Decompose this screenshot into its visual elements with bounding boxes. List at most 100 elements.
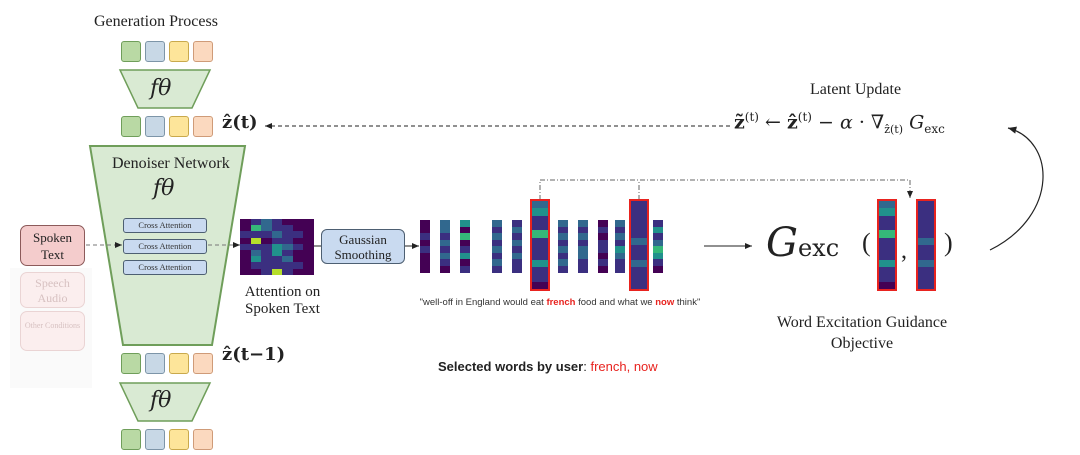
bar-cell: [440, 246, 450, 253]
heatmap-cell: [303, 262, 314, 269]
bar-cell: [918, 223, 934, 231]
latent-block: [193, 41, 213, 62]
bar-cell: [420, 265, 430, 273]
bar-cell: [578, 246, 588, 253]
heatmap-cell: [282, 250, 293, 257]
latent-block: [145, 116, 165, 137]
heatmap-cell: [261, 243, 272, 251]
latent-block: [169, 429, 189, 450]
bar-cell: [512, 239, 522, 247]
z-hat-t-label: ẑ(t): [222, 112, 258, 133]
selected-word-french: french: [546, 297, 576, 308]
word-attention-bar: [512, 220, 522, 273]
heatmap-cell: [292, 243, 303, 251]
heatmap-cell: [292, 219, 303, 226]
heatmap-cell: [271, 243, 282, 251]
bar-cell: [420, 220, 430, 227]
selected-words-label: Selected words by user: [438, 359, 584, 374]
bar-cell: [492, 220, 502, 227]
heatmap-cell: [292, 268, 303, 275]
bar-cell: [460, 239, 470, 247]
heatmap-cell: [240, 231, 251, 238]
heatmap-cell: [250, 262, 261, 269]
attention-heatmap: [240, 219, 314, 275]
bar-cell: [532, 245, 548, 253]
bar-cell: [598, 226, 608, 234]
heatmap-cell: [282, 225, 293, 232]
bar-cell: [631, 201, 647, 209]
bar-cell: [598, 259, 608, 266]
bar-cell: [631, 281, 647, 290]
heatmap-cell: [240, 256, 251, 263]
heatmap-cell: [240, 237, 251, 244]
bar-cell: [879, 201, 895, 209]
latent-block: [193, 353, 213, 374]
z-hat-t-minus-1-label: ẑ(t−1): [222, 344, 286, 365]
bar-cell: [578, 233, 588, 240]
bar-cell: [918, 201, 934, 209]
bar-cell: [558, 226, 568, 234]
word-attention-bar: [558, 220, 568, 273]
bar-cell: [631, 259, 647, 268]
bar-cell: [532, 252, 548, 261]
heatmap-cell: [292, 231, 303, 238]
bar-cell: [532, 230, 548, 239]
selected-words-value: french, now: [590, 359, 658, 374]
selected-word-bar: [629, 199, 649, 291]
heatmap-cell: [250, 256, 261, 263]
latent-block: [121, 116, 141, 137]
bar-cell: [631, 230, 647, 239]
heatmap-cell: [303, 225, 314, 232]
f-theta-top: fθ: [150, 76, 172, 101]
bar-cell: [653, 252, 663, 260]
heatmap-cell: [271, 225, 282, 232]
heatmap-cell: [261, 268, 272, 275]
feedback-curve-arrow: [989, 126, 1044, 251]
selected-words-line: Selected words by user: french, now: [438, 359, 658, 374]
bar-cell: [512, 220, 522, 227]
bar-cell: [653, 220, 663, 227]
bar-cell: [492, 265, 502, 273]
bar-cell: [532, 274, 548, 283]
bar-cell: [631, 267, 647, 275]
selected-word-bar: [530, 199, 550, 291]
bar-cell: [598, 239, 608, 247]
bar-cell: [653, 239, 663, 247]
comma: ,: [901, 238, 907, 264]
bar-cell: [918, 274, 934, 283]
heatmap-cell: [282, 231, 293, 238]
bar-cell: [532, 215, 548, 224]
bar-cell: [440, 233, 450, 240]
bar-cell: [918, 208, 934, 217]
bar-cell: [558, 265, 568, 273]
bar-cell: [879, 223, 895, 231]
heatmap-cell: [261, 219, 272, 226]
g-exc-symbol: Gexc: [766, 220, 840, 266]
bar-cell: [492, 239, 502, 247]
bar-cell: [558, 246, 568, 253]
attention-caption: Attention on Spoken Text: [244, 284, 321, 317]
heatmap-cell: [303, 219, 314, 226]
generation-process-title: Generation Process: [94, 13, 218, 30]
bar-cell: [879, 208, 895, 217]
bar-cell: [460, 233, 470, 240]
latent-block: [145, 429, 165, 450]
bar-cell: [532, 201, 548, 209]
heatmap-cell: [282, 268, 293, 275]
bar-cell: [598, 252, 608, 260]
heatmap-cell: [282, 243, 293, 251]
latent-block: [169, 353, 189, 374]
close-paren: ): [944, 228, 953, 257]
heatmap-cell: [303, 268, 314, 275]
bar-cell: [598, 265, 608, 273]
heatmap-cell: [250, 231, 261, 238]
bar-cell: [598, 233, 608, 240]
denoiser-f-theta: fθ: [153, 176, 175, 201]
bar-cell: [558, 220, 568, 227]
bar-cell: [492, 252, 502, 260]
bar-cell: [879, 252, 895, 261]
bar-cell: [440, 259, 450, 266]
word-attention-bar: [460, 220, 470, 273]
